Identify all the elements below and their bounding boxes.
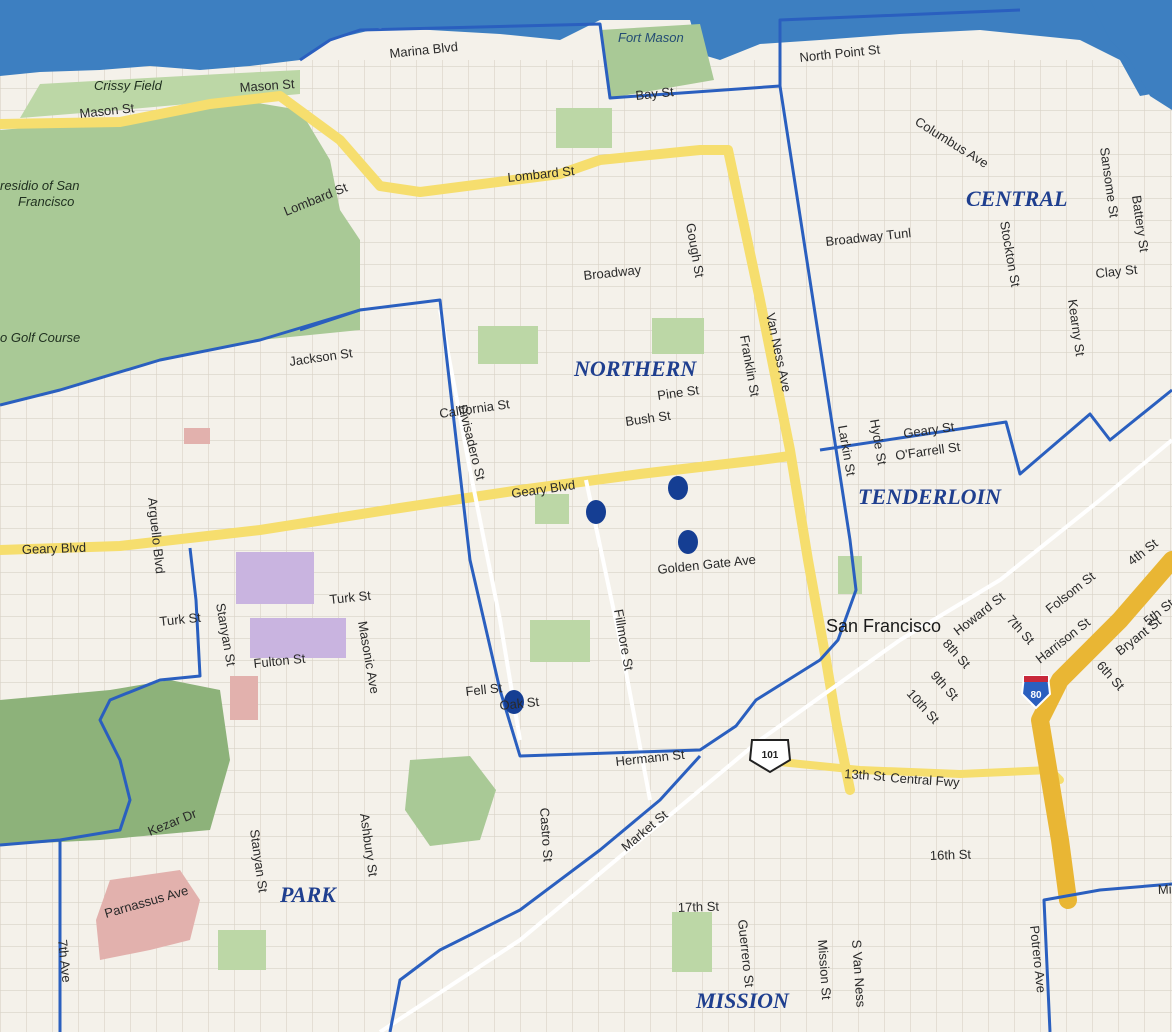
water-label-fort-mason: Fort Mason	[618, 30, 684, 45]
road-fillmore-st	[584, 479, 652, 801]
street-label: 16th St	[930, 847, 972, 863]
street-label: Hermann St	[615, 747, 686, 769]
street-label: Clay St	[1095, 262, 1139, 281]
street-label: Guerrero St	[735, 919, 757, 988]
presidio-park	[0, 100, 360, 405]
district-label-park: PARK	[279, 882, 337, 907]
park-block-7	[672, 912, 712, 972]
park-block-6	[218, 930, 266, 970]
golden-gate-park	[0, 680, 230, 845]
street-label: Castro St	[537, 807, 556, 862]
street-label: 17th St	[678, 899, 720, 915]
street-label: Lombard St	[507, 163, 576, 185]
road-highway-80	[1031, 551, 1172, 909]
park-block-2	[478, 326, 538, 364]
boundary-mission	[388, 754, 702, 1032]
marker-4[interactable]	[504, 690, 524, 714]
street-label: Central Fwy	[890, 770, 961, 790]
road-market-st	[378, 438, 1172, 1032]
district-label-northern: NORTHERN	[573, 356, 697, 381]
street-label: Pine St	[656, 382, 700, 403]
boundary-central	[778, 8, 1021, 86]
institutional-block-1	[236, 552, 314, 604]
institutional-block-2	[250, 618, 346, 658]
city-label: San Francisco	[826, 616, 941, 636]
district-label-tenderloin: TENDERLOIN	[858, 484, 1002, 509]
park-label-crissy-field: Crissy Field	[94, 78, 163, 93]
svg-text:80: 80	[1030, 690, 1042, 701]
street-label: Bay St	[635, 84, 675, 103]
marker-2[interactable]	[668, 476, 688, 500]
street-label: Geary Blvd	[22, 540, 87, 557]
street-label: Mason St	[79, 100, 136, 121]
pier-water	[1090, 0, 1172, 110]
interstate-80-shield: 80	[1020, 675, 1052, 710]
road-geary-blvd	[0, 451, 795, 555]
street-label: Broadway	[583, 262, 643, 283]
park-block-1	[556, 108, 612, 148]
road-van-ness-ave	[723, 145, 855, 795]
marker-3[interactable]	[678, 530, 698, 554]
hospital-block-3	[184, 428, 210, 444]
crissy-field-park	[20, 70, 300, 118]
park-label-presidio-2: Francisco	[18, 194, 74, 209]
street-label: Turk St	[159, 610, 202, 629]
road-divisadero-st	[438, 309, 522, 741]
boundary-east	[1042, 882, 1172, 1032]
road-mason-st	[0, 91, 733, 197]
street-label: Mi	[1158, 882, 1172, 897]
street-label: Bush St	[624, 408, 672, 429]
street-label: Geary St	[902, 419, 955, 441]
park-label-golf-course: o Golf Course	[0, 330, 80, 345]
street-label: Turk St	[329, 588, 372, 607]
street-label: Mission St	[815, 939, 834, 1000]
street-label: Fell St	[465, 680, 504, 699]
hospital-block-2	[230, 676, 258, 720]
street-label: Marina Blvd	[389, 39, 459, 61]
buena-vista-park	[405, 756, 496, 846]
park-block-3	[652, 318, 704, 354]
street-label: S Van Ness	[849, 939, 869, 1008]
boundary-park-north	[0, 308, 361, 407]
park-block-8	[838, 556, 862, 594]
svg-text:101: 101	[762, 750, 779, 761]
street-label: Oak St	[499, 694, 540, 713]
park-label-presidio-1: residio of San	[0, 178, 80, 193]
street-label: 13th St	[844, 766, 887, 784]
park-block-4	[530, 620, 590, 662]
street-label: Potrero Ave	[1027, 925, 1049, 994]
boundary-park	[0, 547, 202, 847]
street-label: Fulton St	[253, 651, 307, 671]
marker-1[interactable]	[586, 500, 606, 524]
boundary-tenderloin	[819, 388, 1172, 476]
district-label-central: CENTRAL	[966, 186, 1067, 211]
boundary-northern	[299, 22, 858, 758]
street-label: 7th Ave	[55, 939, 74, 983]
district-label-mission: MISSION	[695, 988, 790, 1013]
park-block-5	[535, 494, 569, 524]
bay-water	[0, 0, 1172, 96]
us-101-shield: 101	[748, 739, 792, 774]
street-label: Mason St	[239, 76, 295, 95]
fort-mason-park	[600, 24, 714, 98]
hospital-block	[96, 870, 200, 960]
